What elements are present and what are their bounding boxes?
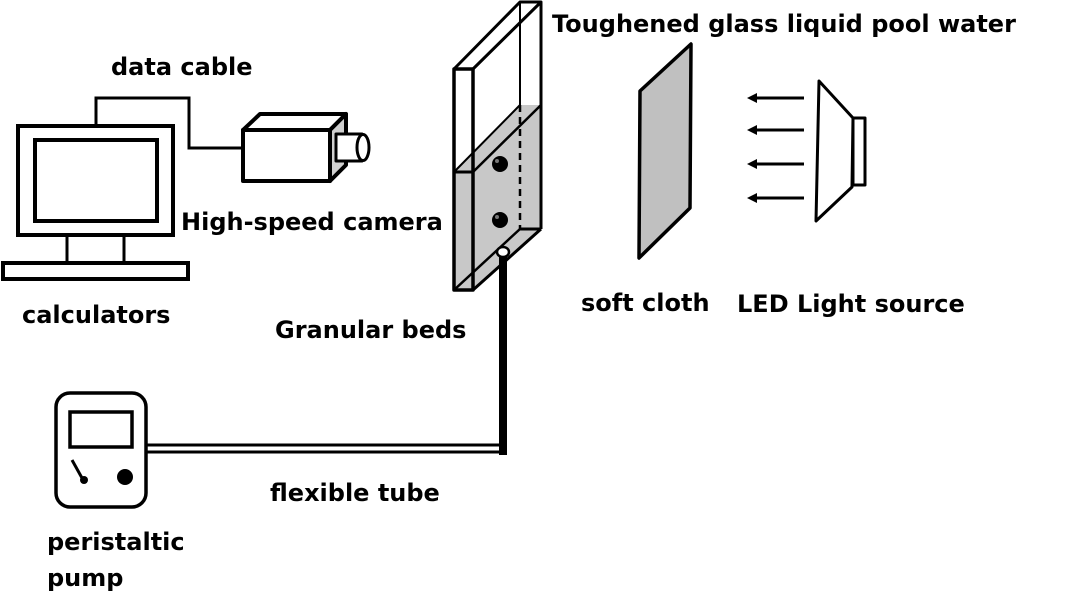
vertical-tube [499, 255, 507, 455]
camera-body [241, 128, 332, 183]
camera-icon [241, 112, 371, 183]
arrow-left-icon [747, 93, 804, 103]
label-led-light-source: LED Light source [737, 290, 965, 318]
glass-pool-tank [452, 0, 543, 292]
label-granular-beds: Granular beds [275, 316, 467, 344]
pump-display [68, 410, 134, 449]
computer-icon [1, 124, 190, 281]
particle-highlight [495, 159, 499, 163]
particle [492, 212, 508, 228]
arrow-left-icon [747, 193, 804, 203]
arrow-left-icon [747, 125, 804, 135]
particle [492, 156, 508, 172]
label-data-cable: data cable [111, 53, 253, 81]
keyboard-base [1, 261, 190, 281]
tank-bottom-diag [453, 228, 521, 291]
label-glass-pool: Toughened glass liquid pool water [552, 10, 1016, 38]
led-housing [851, 116, 867, 187]
arrow-left-icon [747, 159, 804, 169]
flexible-tube-line [146, 443, 501, 454]
inlet-fitting [495, 245, 511, 259]
data-cable-line [94, 96, 243, 150]
led-reflector [814, 79, 855, 223]
label-flexible-tube: flexible tube [270, 479, 440, 507]
label-soft-cloth: soft cloth [581, 289, 710, 317]
monitor-stand [65, 233, 126, 265]
led-light-source-icon [814, 79, 867, 223]
pump-dial [117, 469, 133, 485]
tank-front-panel [452, 67, 475, 292]
particles [492, 156, 508, 228]
soft-cloth-panel [637, 42, 693, 260]
monitor-screen [33, 138, 159, 223]
pump-body [54, 391, 148, 509]
water-line-side [472, 104, 542, 173]
label-calculators: calculators [22, 301, 171, 329]
particle-highlight [495, 215, 499, 219]
light-arrows [747, 93, 804, 203]
label-pump: pump [47, 564, 124, 592]
tank-top [452, 0, 543, 71]
pump-switch-knob [80, 476, 88, 484]
label-high-speed-camera: High-speed camera [181, 208, 443, 236]
pump-switch [70, 459, 84, 479]
camera-lens-front [355, 133, 371, 162]
water-front [454, 172, 473, 290]
peristaltic-pump-icon [54, 391, 148, 509]
label-peristaltic: peristaltic [47, 528, 185, 556]
monitor-frame [16, 124, 175, 237]
water-line-back [453, 104, 521, 173]
